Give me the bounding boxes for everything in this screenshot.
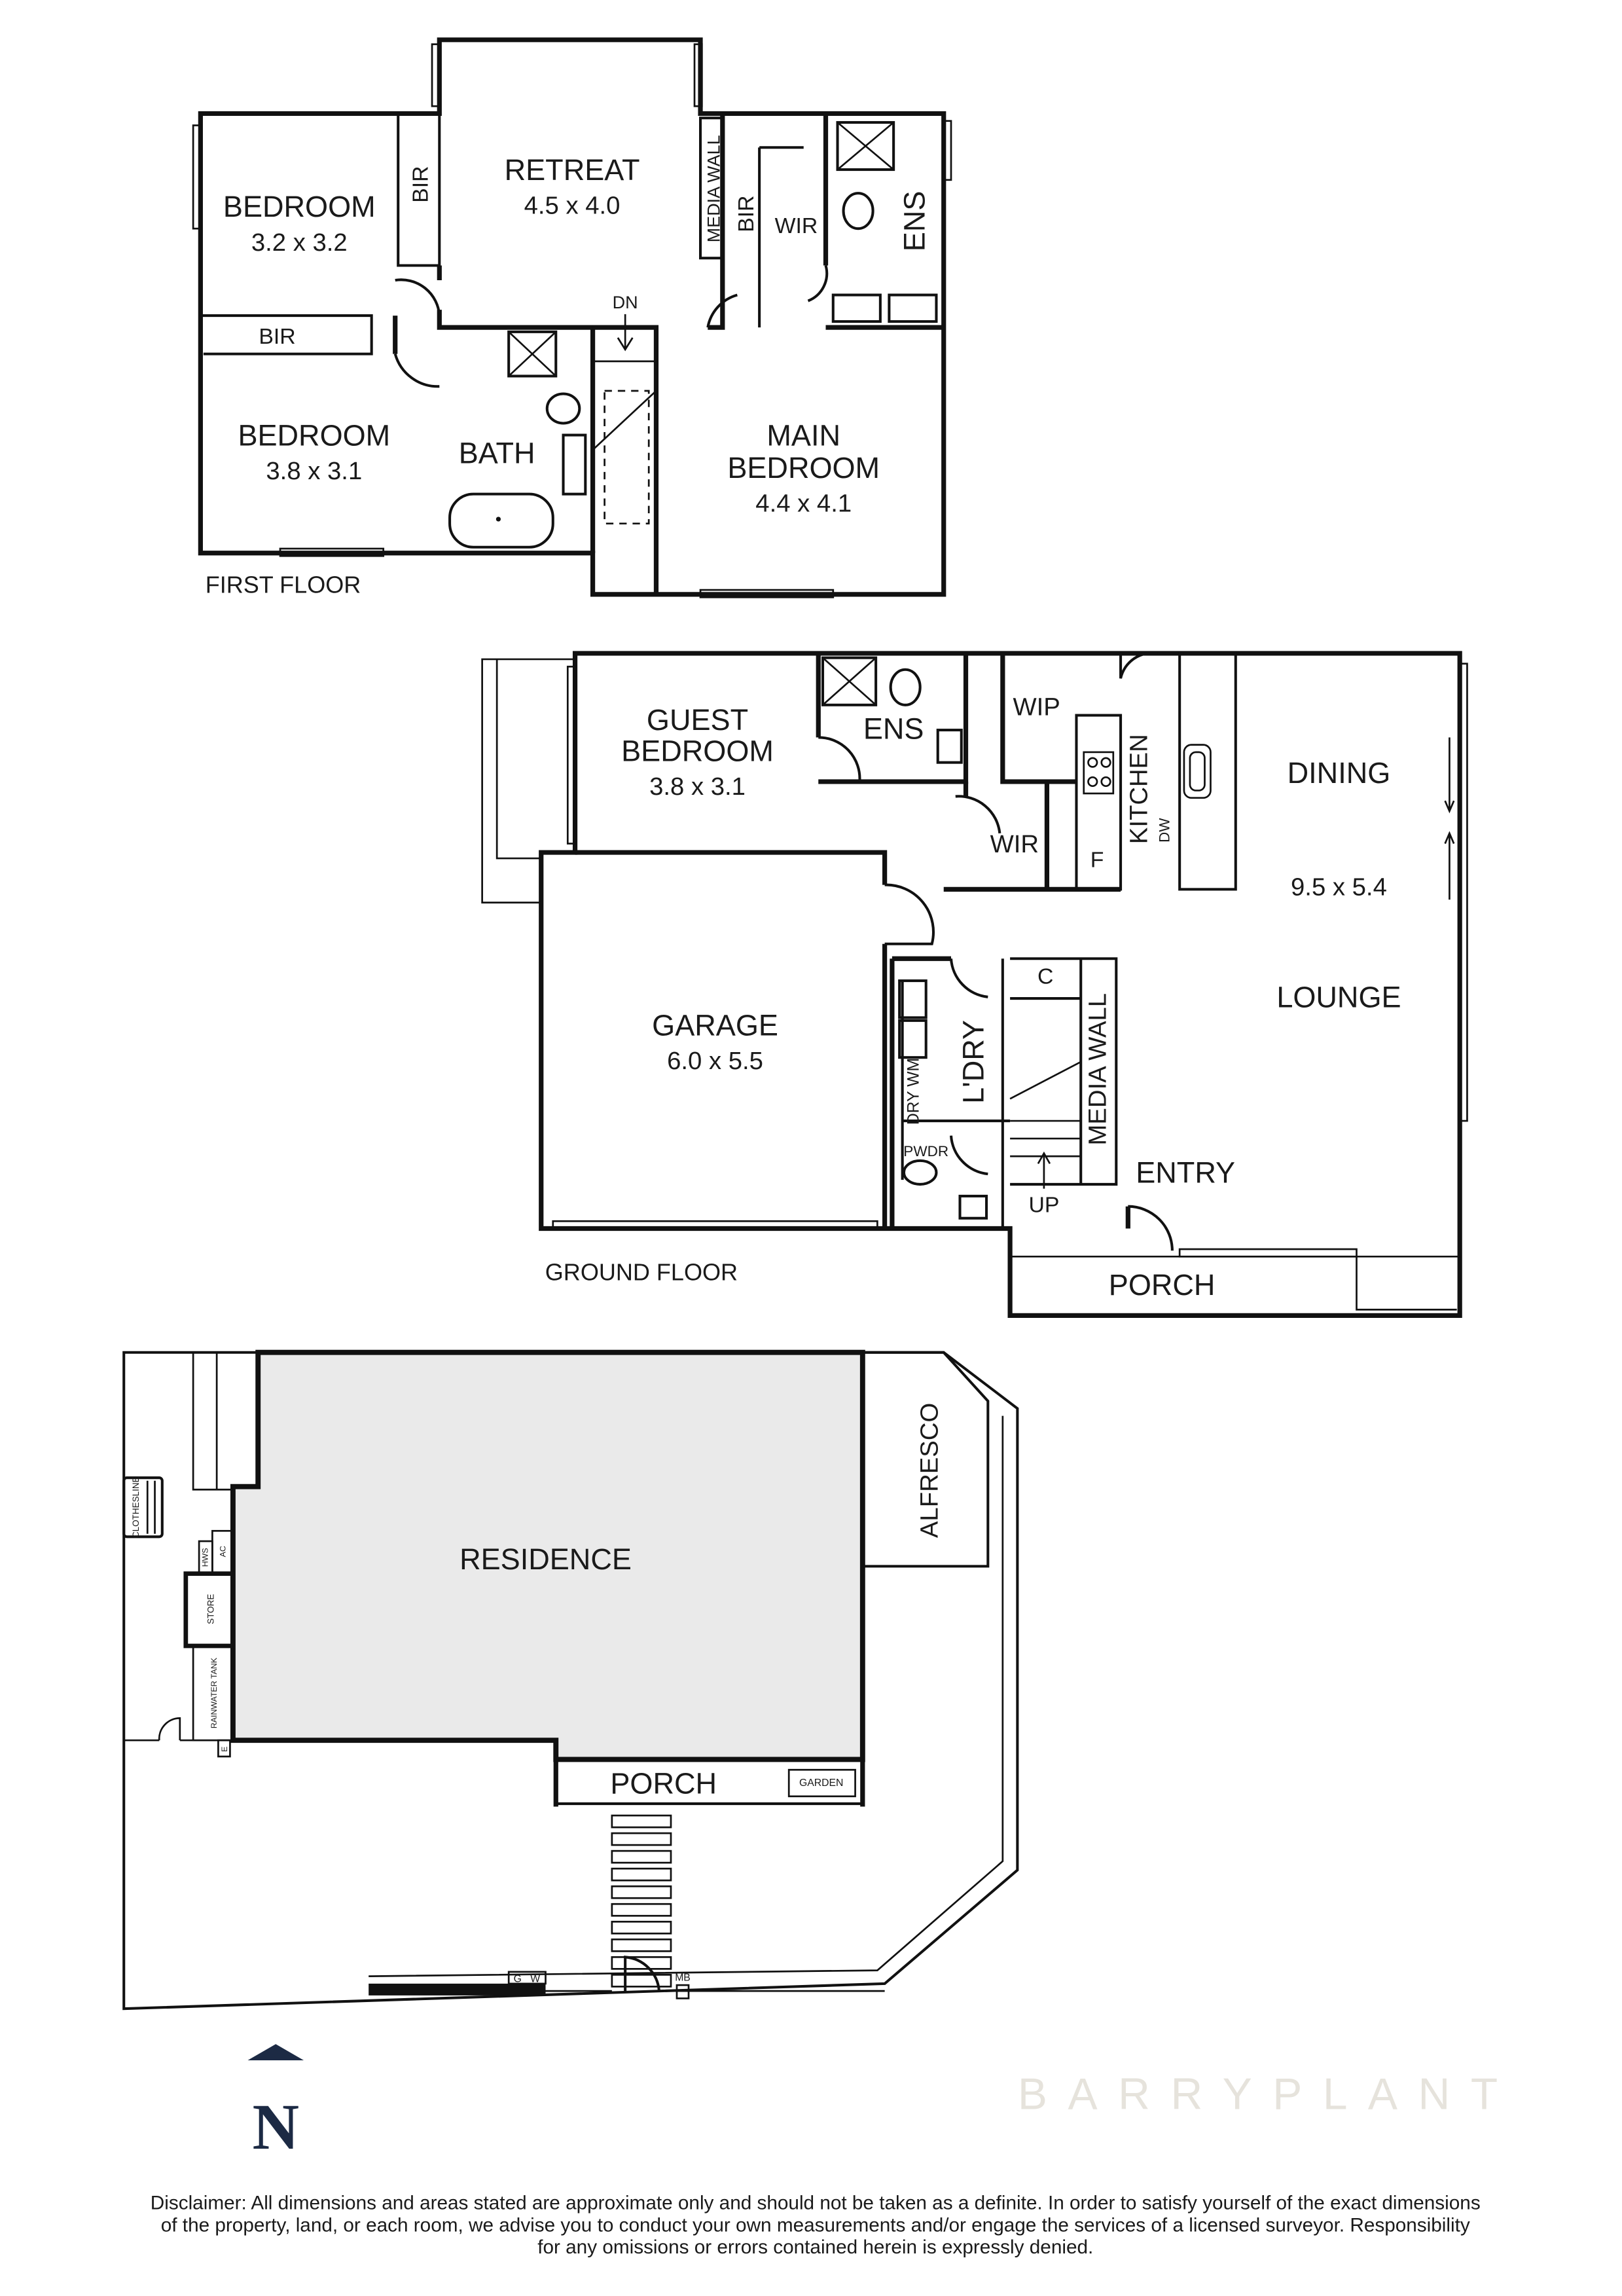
room-label: F (1090, 848, 1104, 873)
first-floor-plan: BEDROOM 3.2 x 3.2 BIR RETREAT 4.5 x 4.0 … (192, 37, 952, 598)
room-dims: 3.8 x 3.1 (649, 773, 746, 801)
room-label: PWDR (903, 1143, 948, 1159)
north-arrow-icon (247, 2044, 304, 2061)
room-label: MEDIA WALL (704, 135, 723, 242)
site-label: HWS (201, 1548, 210, 1567)
room-label: ENS (863, 712, 924, 746)
disclaimer-line: of the property, land, or each room, we … (161, 2214, 1470, 2236)
room-label: BIR (408, 166, 433, 202)
watermark-logo: BARRYPLANT (1018, 2069, 1519, 2119)
site-label: G (514, 1974, 522, 1985)
room-dims: 6.0 x 5.5 (667, 1047, 763, 1075)
room-label: ENTRY (1136, 1156, 1235, 1190)
room-label: BEDROOM (727, 451, 880, 484)
room-label: LOUNGE (1276, 981, 1401, 1014)
room-label: GARAGE (652, 1008, 778, 1042)
room-label: MAIN (766, 418, 840, 452)
room-label: BEDROOM (238, 418, 390, 452)
site-label: CLOTHESLINE (131, 1476, 141, 1538)
site-label: RESIDENCE (460, 1542, 632, 1576)
site-label: RAINWATER TANK (209, 1657, 219, 1728)
room-label: WIR (775, 213, 818, 238)
site-label: W (530, 1974, 540, 1985)
room-dims: 3.8 x 3.1 (266, 457, 362, 485)
room-label: DN (613, 293, 638, 312)
site-label: AC (219, 1546, 228, 1557)
room-label: RETREAT (505, 153, 640, 187)
room-label: BEDROOM (223, 190, 376, 223)
residence-footprint (230, 1349, 865, 1762)
room-label: GUEST (647, 703, 748, 737)
floor-title: FIRST FLOOR (206, 572, 361, 598)
room-label: BIR (734, 195, 759, 232)
room-label: C (1037, 964, 1053, 989)
disclaimer-line: for any omissions or errors contained he… (537, 2236, 1093, 2258)
disclaimer-line: Disclaimer: All dimensions and areas sta… (151, 2193, 1481, 2214)
site-label: GARDEN (799, 1777, 843, 1789)
room-label: L'DRY (957, 1020, 990, 1104)
room-label: MEDIA WALL (1084, 993, 1112, 1146)
room-label: BIR (259, 324, 295, 349)
front-steps (611, 1814, 672, 1988)
ground-floor-plan: GUEST BEDROOM 3.8 x 3.1 ENS WIP KITCHEN … (481, 651, 1468, 1319)
site-label: PORCH (610, 1766, 717, 1800)
site-label: E (220, 1747, 229, 1752)
floor-title: GROUND FLOOR (545, 1258, 738, 1285)
room-label: BATH (459, 436, 535, 469)
room-dims: 4.5 x 4.0 (524, 192, 621, 220)
room-label: DINING (1288, 756, 1391, 790)
room-label: PORCH (1109, 1268, 1216, 1302)
room-label: KITCHEN (1125, 734, 1153, 844)
disclaimer: Disclaimer: All dimensions and areas sta… (151, 2193, 1481, 2259)
site-plan: RESIDENCE ALFRESCO PORCH GARDEN CLOTHESL… (122, 1349, 1019, 2011)
room-label: DW (1156, 818, 1172, 843)
room-dims: 9.5 x 5.4 (1291, 873, 1387, 901)
north-arrow: N (247, 2044, 304, 2163)
room-label: WIR (990, 830, 1039, 858)
room-label: ENS (897, 191, 931, 252)
site-label: ALFRESCO (916, 1403, 944, 1538)
room-label: DRY WM (905, 1058, 922, 1125)
room-label: WIP (1013, 693, 1060, 721)
room-label: UP (1028, 1193, 1059, 1218)
site-label: STORE (206, 1594, 216, 1624)
north-label: N (252, 2092, 299, 2163)
room-label: BEDROOM (621, 734, 774, 767)
room-dims: 3.2 x 3.2 (251, 228, 348, 257)
site-label: MB (675, 1972, 691, 1983)
room-dims: 4.4 x 4.1 (755, 490, 852, 518)
